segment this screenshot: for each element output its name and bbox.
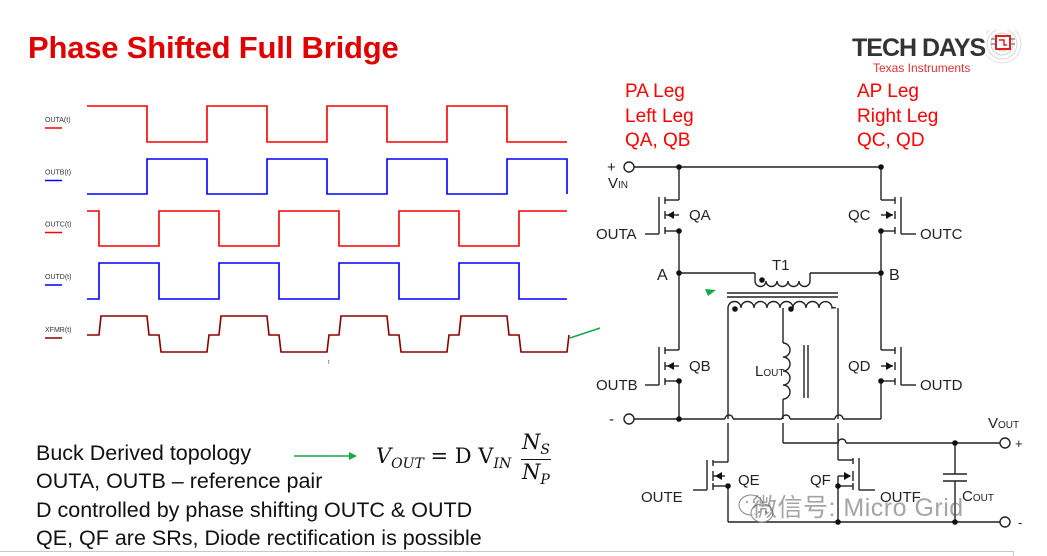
left-leg-label: PA Leg Left Leg QA, QB	[625, 80, 694, 154]
waveform-label: OUTC(t)	[45, 222, 71, 229]
formula-numerator: NS	[522, 430, 550, 459]
vin-label: VIN	[608, 175, 628, 192]
vout-plus-terminal	[999, 437, 1011, 449]
logo-main-text: TECH DAYS	[852, 34, 986, 62]
logo-sub-text: Texas Instruments	[873, 61, 971, 75]
bullet-4: QE, QF are SRs, Diode rectification is p…	[36, 525, 482, 550]
qe-body-diode-icon	[715, 472, 722, 480]
outc-gate-label: OUTC	[920, 226, 963, 243]
outa-gate-label: OUTA	[596, 226, 637, 243]
right-leg-line-2: Right Leg	[857, 105, 939, 127]
node-a-label: A	[657, 267, 668, 284]
fraction-bar	[521, 459, 551, 460]
tech-days-logo: TECH DAYS Texas Instruments	[852, 30, 1022, 78]
t1-label: T1	[772, 257, 790, 274]
right-leg-line-3: QC, QD	[857, 130, 925, 151]
qf-label: QF	[810, 472, 831, 489]
time-axis-label: t	[328, 360, 330, 366]
bullet-3: D controlled by phase shifting OUTC & OU…	[36, 497, 473, 522]
qc-label: QC	[848, 207, 871, 224]
right-leg-line-1: AP Leg	[857, 81, 919, 102]
waveform-trace-outd	[87, 262, 567, 300]
waveform-trace-outb	[87, 158, 568, 195]
slide-footer-border	[0, 551, 1014, 556]
qd-label: QD	[848, 358, 871, 375]
waveform-trace-outc	[87, 210, 567, 247]
right-leg-label: AP Leg Right Leg QC, QD	[857, 80, 938, 154]
slide-title: Phase Shifted Full Bridge	[28, 30, 399, 65]
gnd-terminal	[623, 413, 635, 425]
oute-gate-label: OUTE	[641, 489, 683, 506]
qb-label: QB	[689, 358, 711, 375]
waveform-plot: OUTA(t) OUTB(t) OUTC(t) OUTD(t) XFMR(t) t	[45, 105, 600, 366]
waveform-label: OUTB(t)	[45, 170, 71, 177]
waveform-trace-xfmr	[87, 315, 570, 353]
outd-gate-label: OUTD	[920, 377, 963, 394]
cout-label: COUT	[962, 488, 994, 505]
left-leg-line-1: PA Leg	[625, 81, 685, 102]
left-leg-line-2: Left Leg	[625, 105, 694, 127]
waveform-label: OUTA(t)	[45, 117, 71, 124]
qf-body-diode-icon	[844, 472, 851, 480]
vout-minus-terminal	[999, 516, 1011, 528]
qe-label: QE	[738, 472, 760, 489]
qa-body-diode-icon	[667, 211, 674, 219]
qa-label: QA	[689, 207, 711, 224]
wechat-icon	[738, 494, 774, 523]
watermark-text: 微信号: Micro Grid	[752, 494, 964, 522]
vout-plus-sign: +	[1015, 436, 1023, 451]
arrow-right-icon	[349, 452, 357, 460]
vout-minus-sign: -	[1018, 515, 1022, 530]
waveform-label: OUTD(t)	[45, 274, 71, 281]
bullet-1: Buck Derived topology	[36, 441, 252, 465]
vin-plus-sign: +	[607, 159, 616, 176]
outb-gate-label: OUTB	[596, 377, 638, 394]
node-b-label: B	[889, 267, 900, 284]
qd-body-diode-icon	[886, 362, 893, 370]
pointer-arrow-line	[569, 327, 600, 339]
lout-label: LOUT	[755, 363, 784, 380]
formula-arrow	[294, 452, 357, 460]
waveform-trace-outa	[87, 105, 567, 143]
bullet-2: OUTA, OUTB – reference pair	[36, 469, 323, 494]
vin-terminal	[623, 161, 635, 173]
bullet-list: Buck Derived topology OUTA, OUTB – refer…	[36, 439, 482, 552]
waveform-label: XFMR(t)	[45, 327, 71, 334]
formula-denominator: NP	[522, 460, 550, 489]
formula-lhs: VOUT = D VIN	[376, 444, 512, 473]
vout-label: VOUT	[988, 415, 1019, 432]
qc-body-diode-icon	[886, 211, 893, 219]
left-leg-line-3: QA, QB	[625, 130, 691, 151]
gnd-minus-sign: -	[609, 411, 614, 428]
chip-icon	[986, 30, 1022, 64]
outf-gate-label: OUTF	[880, 489, 921, 506]
qb-body-diode-icon	[667, 362, 674, 370]
